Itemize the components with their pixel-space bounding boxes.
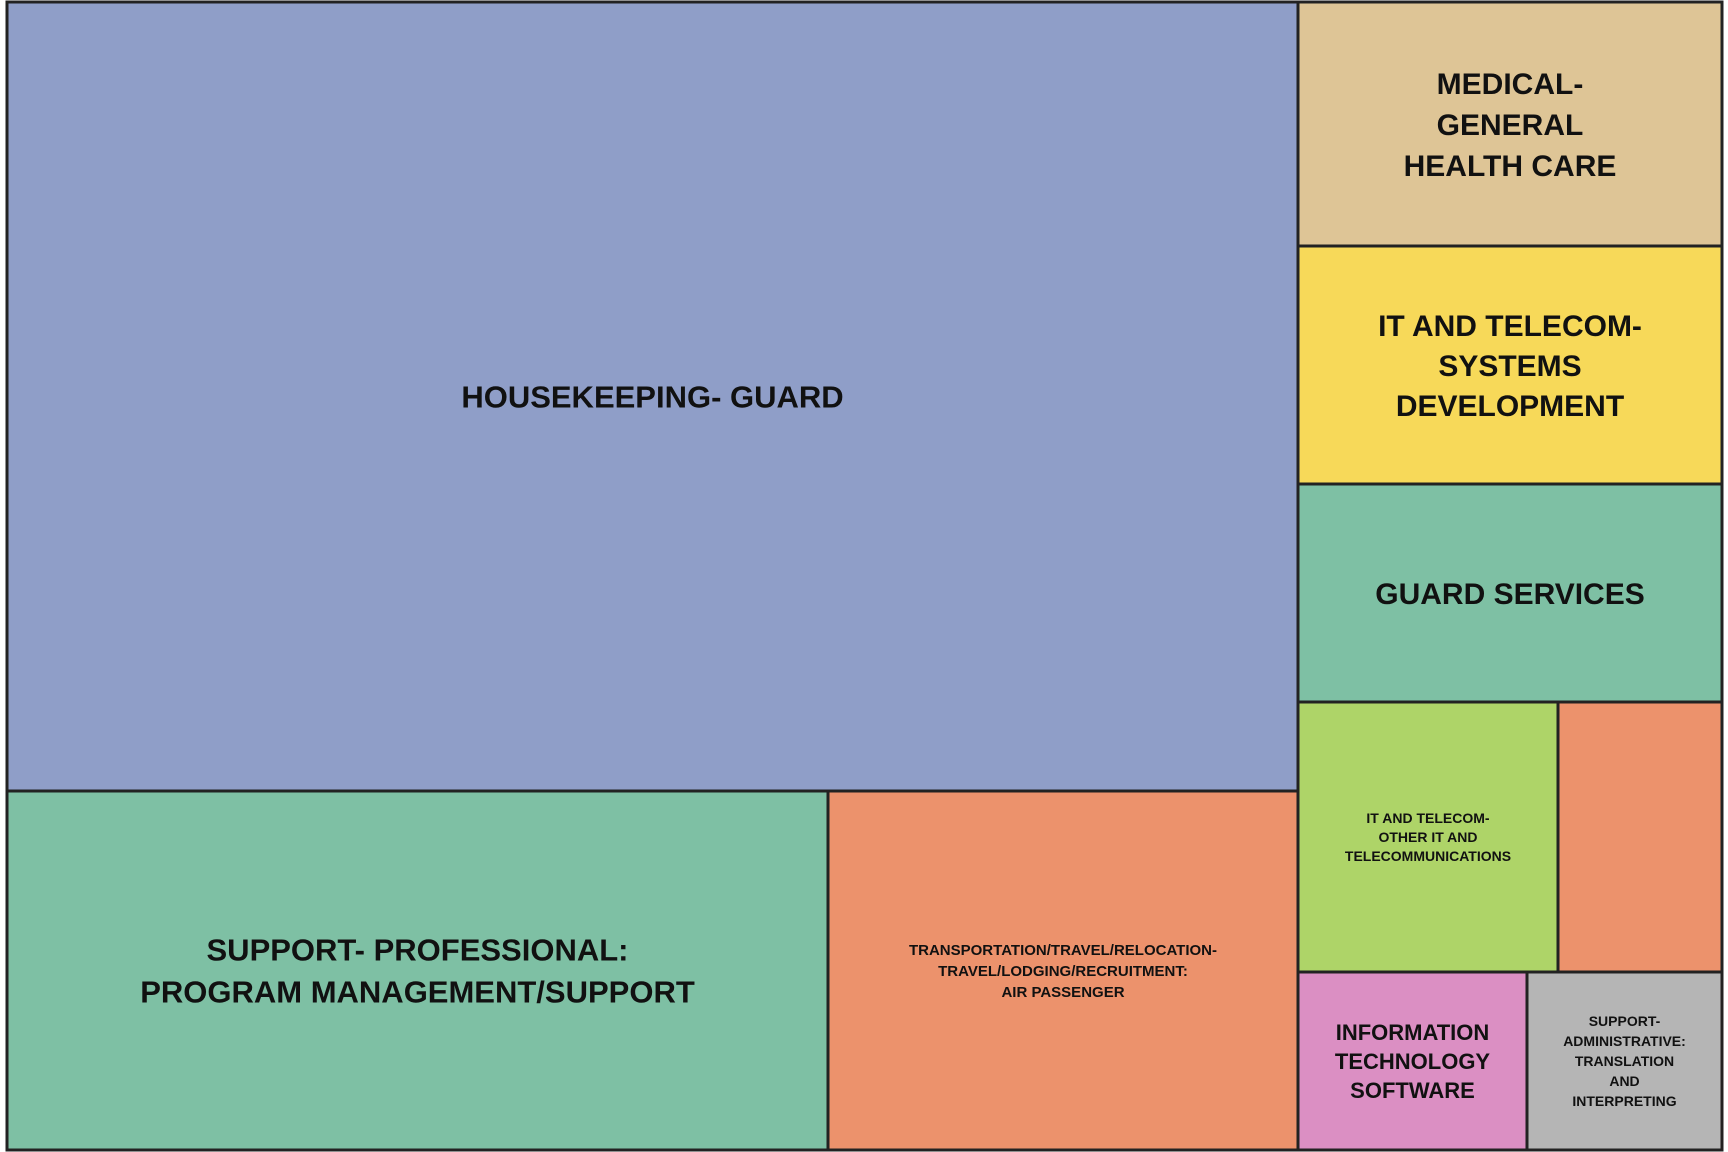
treemap-tile-label-line: SUPPORT- PROFESSIONAL: bbox=[207, 933, 629, 968]
treemap-tile-rect bbox=[1296, 0, 1724, 248]
treemap-tile: TRANSPORTATION/TRAVEL/RELOCATION- TRAVEL/… bbox=[826, 789, 1300, 1152]
treemap-tile: SUPPORT- ADMINISTRATIVE: TRANSLATION AND INT… bbox=[1525, 970, 1724, 1152]
treemap-tile-label: HOUSEKEEPING- GUARD bbox=[461, 380, 843, 415]
treemap-tile-rect bbox=[5, 0, 1300, 793]
treemap-tile-label-line: AIR PASSENGER bbox=[1001, 984, 1124, 1001]
treemap-tile-label-line: PROGRAM MANAGEMENT/SUPPORT bbox=[140, 975, 695, 1010]
treemap-tile: GUARD SERVICES bbox=[1296, 482, 1724, 704]
treemap-tile-label-line: GENERAL bbox=[1437, 109, 1584, 142]
treemap-tile: IT AND TELECOM- SYSTEMS DEVELOPMENT bbox=[1296, 244, 1724, 486]
treemap-tile-label-line: MEDICAL- bbox=[1437, 68, 1584, 101]
treemap-tile-label-line: SUPPORT- bbox=[1589, 1013, 1661, 1029]
treemap-tile-label: GUARD SERVICES bbox=[1375, 578, 1645, 611]
treemap-tile bbox=[1556, 700, 1724, 974]
treemap-tile-label-line: TRANSPORTATION/TRAVEL/RELOCATION- bbox=[909, 942, 1217, 959]
treemap-tile-rect bbox=[1296, 244, 1724, 486]
treemap-tile-label-line: OTHER IT AND bbox=[1378, 829, 1477, 845]
treemap-tile-label-line: TELECOMMUNICATIONS bbox=[1345, 848, 1511, 864]
treemap-tile: INFORMATION TECHNOLOGY SOFTWARE bbox=[1296, 970, 1529, 1152]
treemap-tile-label: TRANSPORTATION/TRAVEL/RELOCATION- TRAVEL/… bbox=[909, 942, 1217, 1001]
treemap-tile-label: MEDICAL- GENERAL HEALTH CARE bbox=[1404, 68, 1617, 183]
treemap-tile-label-line: INFORMATION bbox=[1336, 1020, 1490, 1045]
treemap-tile-label-line: ADMINISTRATIVE: bbox=[1563, 1033, 1686, 1049]
treemap-tile: SUPPORT- PROFESSIONAL: PROGRAM MANAGEMENT… bbox=[5, 789, 830, 1152]
treemap-tile-rect bbox=[1296, 970, 1529, 1152]
treemap-tile-label: INFORMATION TECHNOLOGY SOFTWARE bbox=[1335, 1020, 1491, 1103]
treemap-tile-label-line: TRAVEL/LODGING/RECRUITMENT: bbox=[938, 963, 1188, 980]
treemap-tile-label-line: SOFTWARE bbox=[1350, 1078, 1475, 1103]
treemap-tile: IT AND TELECOM- OTHER IT AND TELECOMMUNICA… bbox=[1296, 700, 1560, 974]
treemap-tile-label-line: HOUSEKEEPING- GUARD bbox=[461, 380, 843, 415]
treemap-tile-label-line: INTERPRETING bbox=[1572, 1093, 1676, 1109]
treemap-tile-label-line: GUARD SERVICES bbox=[1375, 578, 1645, 611]
treemap-tile-label-line: IT AND TELECOM- bbox=[1378, 310, 1642, 343]
treemap-tile-label-line: SYSTEMS bbox=[1438, 350, 1581, 383]
treemap-tile-label: IT AND TELECOM- SYSTEMS DEVELOPMENT bbox=[1378, 310, 1642, 423]
treemap-tile-rect bbox=[1296, 700, 1560, 974]
treemap-tile-label-line: AND bbox=[1609, 1073, 1639, 1089]
treemap-tile-label-line: TECHNOLOGY bbox=[1335, 1049, 1491, 1074]
treemap-tile-label: IT AND TELECOM- OTHER IT AND TELECOMMUNICA… bbox=[1345, 810, 1511, 864]
treemap-tile-label: SUPPORT- ADMINISTRATIVE: TRANSLATION AND INT… bbox=[1563, 1013, 1686, 1109]
treemap-tile-rect bbox=[1556, 700, 1724, 974]
treemap-tile-rect bbox=[5, 789, 830, 1152]
treemap-tile-label-line: HEALTH CARE bbox=[1404, 150, 1617, 183]
treemap-tile-label-line: TRANSLATION bbox=[1575, 1053, 1674, 1069]
treemap-tile: MEDICAL- GENERAL HEALTH CARE bbox=[1296, 0, 1724, 248]
treemap-tile-rect bbox=[1525, 970, 1724, 1152]
treemap-tile: HOUSEKEEPING- GUARD bbox=[5, 0, 1300, 793]
treemap-tile-label: SUPPORT- PROFESSIONAL: PROGRAM MANAGEMENT… bbox=[140, 933, 695, 1010]
treemap-tile-label-line: DEVELOPMENT bbox=[1396, 390, 1624, 423]
treemap-tile-label-line: IT AND TELECOM- bbox=[1366, 810, 1489, 826]
